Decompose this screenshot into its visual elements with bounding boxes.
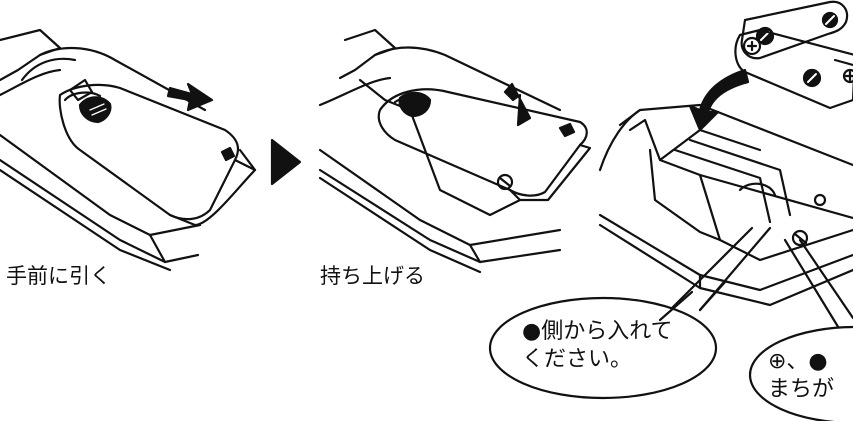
panel-1-remote xyxy=(0,28,302,272)
callout-bubble-direction xyxy=(488,296,718,400)
step-2-caption: 持ち上げる xyxy=(320,264,425,288)
callout-direction-line2: ください。 xyxy=(522,346,633,372)
callout-polarity-line1: ⊕、● xyxy=(768,349,828,374)
panel-3-remote xyxy=(598,0,853,332)
callout-bubble-polarity xyxy=(748,325,853,421)
callout-polarity-line2: まちが xyxy=(768,376,835,402)
panel-2-remote xyxy=(318,28,592,274)
callout-direction-text: ●側から入れて ください。 xyxy=(522,318,673,373)
step-1-caption: 手前に引く xyxy=(6,264,111,288)
callout-polarity-text: ⊕、● まちが xyxy=(768,348,834,403)
callout-direction-line1: ●側から入れて xyxy=(522,319,673,344)
